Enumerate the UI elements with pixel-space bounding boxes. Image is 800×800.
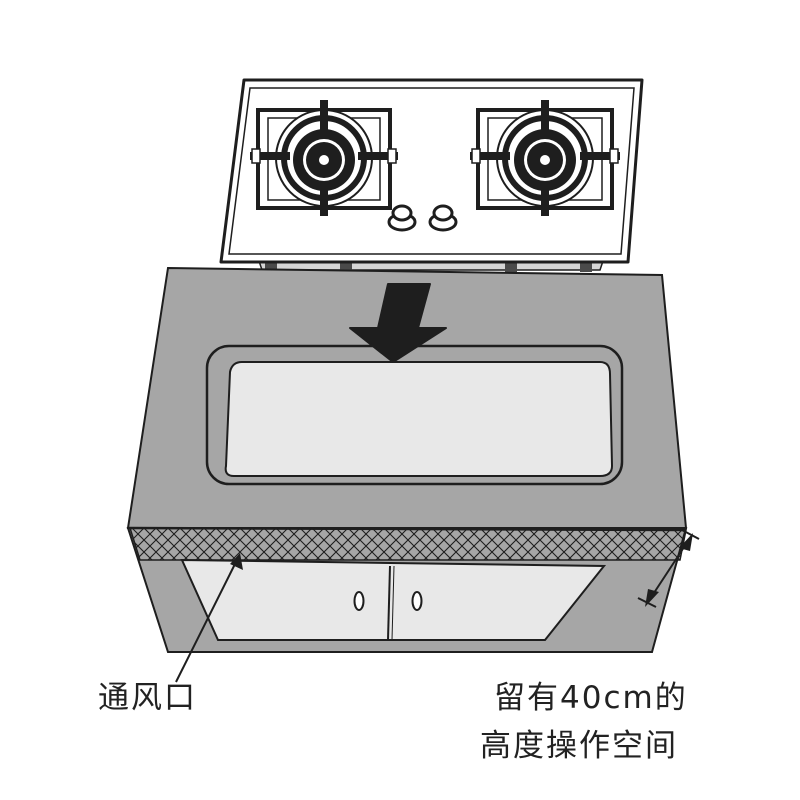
vent-label: 通风口 <box>98 680 197 716</box>
insert-arrow-icon <box>349 283 447 363</box>
vent-mesh <box>128 527 687 561</box>
clearance-label-line2: 高度操作空间 <box>480 728 678 764</box>
left-burner <box>250 100 398 216</box>
vent-leader-line <box>175 553 243 683</box>
door-divider <box>387 565 391 641</box>
right-knob-icon <box>428 204 458 232</box>
door-handle-right <box>411 591 423 611</box>
gas-cooktop <box>219 78 644 272</box>
cooktop-panel-inner-edge <box>228 87 635 255</box>
kitchen-cabinet <box>126 266 688 653</box>
cutout-recess <box>224 361 614 477</box>
clearance-label-line1: 留有40cm的 <box>494 680 688 716</box>
left-knob-icon <box>387 204 417 232</box>
right-burner <box>470 100 620 216</box>
door-handle-left <box>353 591 365 611</box>
clearance-dimension-arrow <box>637 529 700 608</box>
